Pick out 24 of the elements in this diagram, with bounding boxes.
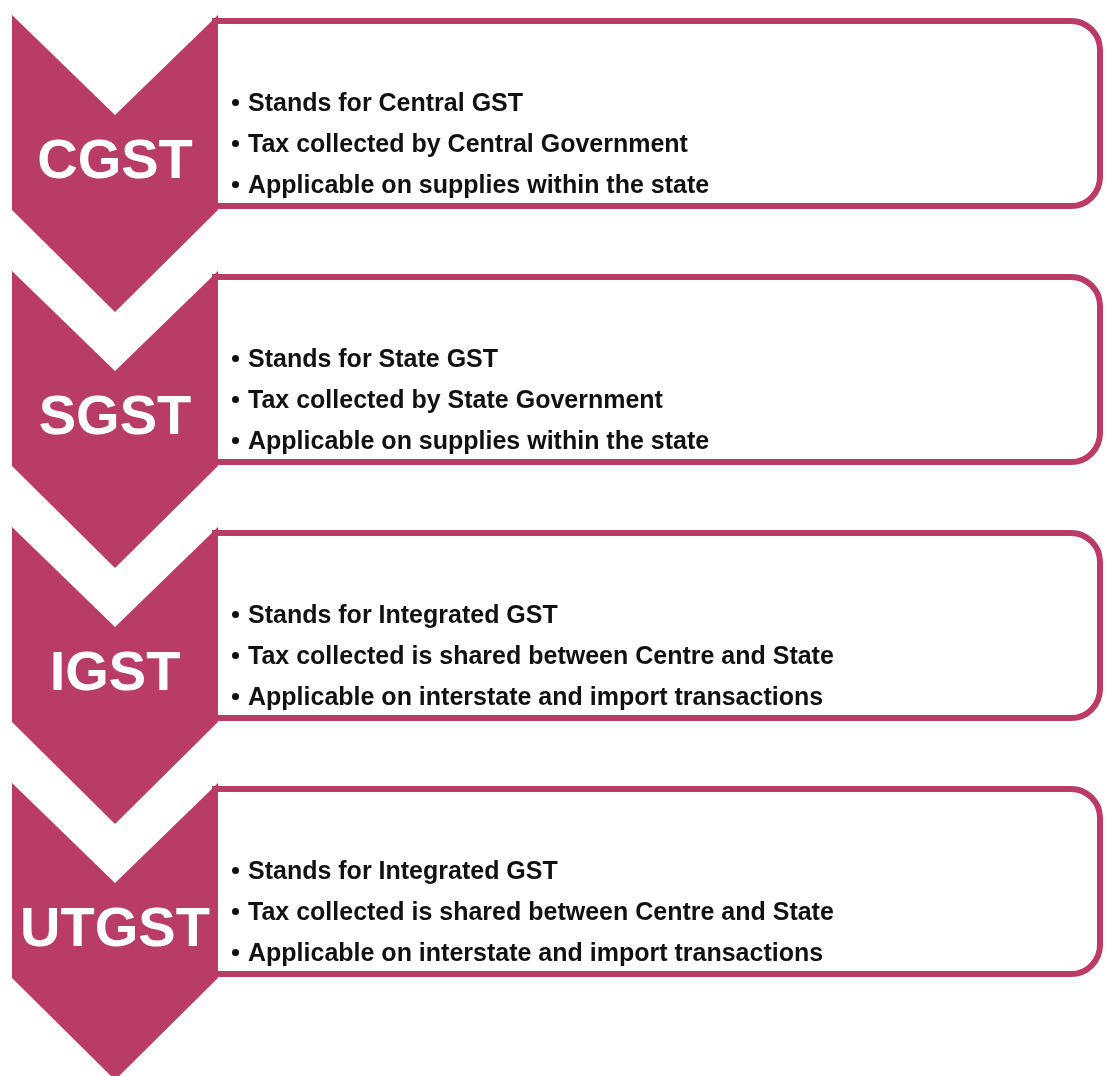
info-box [212, 786, 1103, 977]
chevron-banner [12, 15, 218, 312]
bullet-text: Tax collected by State Government [248, 384, 663, 415]
chevron-banner [12, 527, 218, 824]
chevron-banner [12, 783, 218, 1076]
bullet-text: Applicable on supplies within the state [248, 169, 710, 200]
tax-type-label: UTGST [19, 895, 211, 959]
tax-type-label: SGST [37, 383, 193, 447]
bullet-text: Applicable on interstate and import transactions [248, 937, 824, 968]
bullet-text: Applicable on supplies within the state [248, 425, 710, 456]
tax-type-label: IGST [48, 639, 182, 703]
tax-type-label: CGST [36, 127, 194, 191]
info-box [212, 274, 1103, 465]
bullet-text: Stands for Integrated GST [248, 855, 558, 886]
bullet-text: Tax collected is shared between Centre and State [248, 896, 834, 927]
info-box [212, 530, 1103, 721]
bullet-text: Stands for Central GST [248, 87, 524, 118]
bullet-text: Applicable on interstate and import transactions [248, 681, 824, 712]
info-box [212, 18, 1103, 209]
chevron-banner [12, 271, 218, 568]
bullet-text: Tax collected by Central Government [248, 128, 688, 159]
bullet-text: Tax collected is shared between Centre and State [248, 640, 834, 671]
bullet-text: Stands for State GST [248, 343, 499, 374]
bullet-text: Stands for Integrated GST [248, 599, 558, 630]
